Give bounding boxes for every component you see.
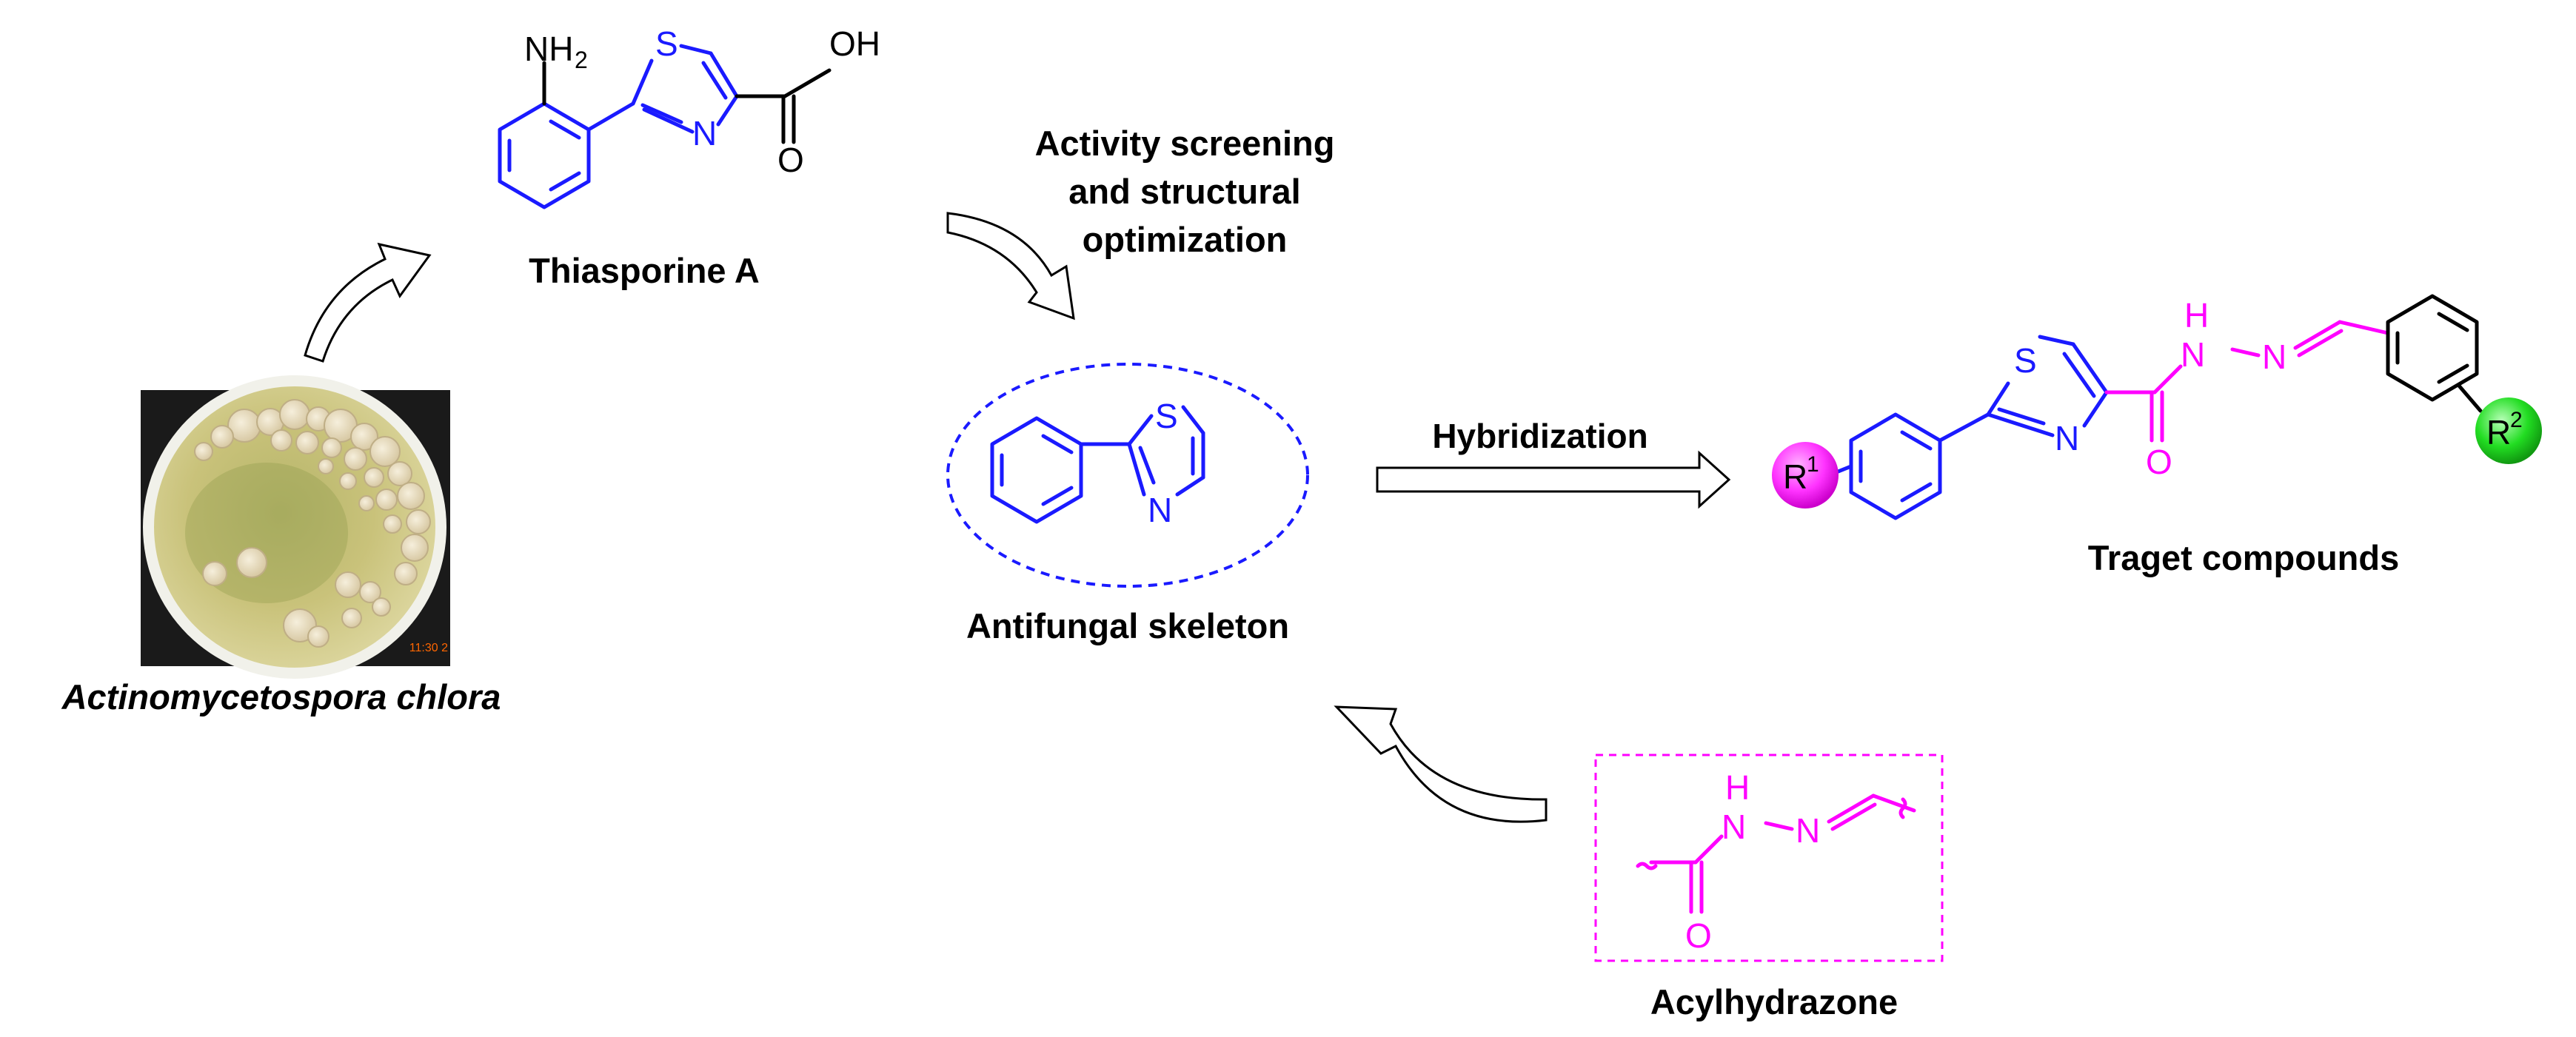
colonies — [202, 547, 391, 648]
acylhydrazone-atoms: O N H N — [1685, 768, 1820, 955]
nh2-subscript: 2 — [575, 47, 588, 73]
r1-superscript: 1 — [1807, 452, 1819, 477]
petri-dish-photo: 11:30 2 — [141, 375, 450, 679]
acylhydrazone-box — [1594, 754, 1944, 962]
thiasporine-atoms: NH 2 S N OH O — [524, 24, 880, 179]
carbonyl-o-atom: O — [777, 141, 804, 179]
oh-label: OH — [829, 24, 880, 63]
hybridization-label: Hybridization — [1432, 417, 1647, 455]
thiasporine-a-structure — [498, 44, 832, 209]
skeleton-label: Antifungal skeleton — [966, 606, 1289, 645]
acyl-imine-n: N — [1796, 811, 1820, 850]
target-structure — [1830, 294, 2483, 520]
open-arrow-icon — [1376, 450, 1731, 509]
nh2-label: NH — [524, 30, 573, 68]
acyl-nh-n: N — [1722, 808, 1746, 846]
target-s-atom: S — [2014, 341, 2037, 380]
skeleton-atoms: S N — [1148, 397, 1178, 529]
step1-line1: Activity screening — [1035, 124, 1335, 163]
colony-band — [194, 399, 431, 585]
target-nh-h: H — [2184, 296, 2209, 335]
r2-label: R — [2486, 413, 2511, 452]
target-carbonyl-o: O — [2146, 443, 2172, 481]
r2-substituent-ball — [2475, 397, 2542, 464]
acyl-o-atom: O — [1685, 916, 1712, 955]
curved-arrow-icon — [1334, 705, 1548, 823]
curved-arrow-icon — [946, 212, 1075, 321]
skeleton-n-atom: N — [1148, 491, 1172, 529]
acylhydrazone-label: Acylhydrazone — [1650, 982, 1898, 1021]
acyl-nh-h: H — [1725, 768, 1750, 807]
r1-label: R — [1783, 457, 1807, 496]
skeleton-structure — [990, 405, 1205, 524]
thiazole-n-atom: N — [692, 114, 717, 152]
r1-substituent-ball — [1772, 442, 1839, 509]
skeleton-s-atom: S — [1155, 397, 1178, 435]
photo-timestamp: 11:30 2 — [409, 642, 448, 654]
step1-caption: Activity screening and structural optimi… — [1035, 124, 1335, 259]
target-n-atom: N — [2055, 419, 2079, 457]
r2-superscript: 2 — [2510, 408, 2523, 432]
organism-label: Actinomycetospora chlora — [61, 677, 501, 716]
curved-arrow-icon — [304, 242, 432, 363]
thiazole-s-atom: S — [655, 24, 678, 63]
target-imine-n: N — [2262, 338, 2286, 376]
step1-line2: and structural — [1068, 172, 1300, 211]
thiasporine-label: Thiasporine A — [529, 251, 760, 290]
targets-label: Traget compounds — [2088, 538, 2399, 577]
target-atoms: R 1 R 2 S N O N H N — [1783, 296, 2523, 496]
target-nh-n: N — [2181, 335, 2205, 374]
step1-line3: optimization — [1083, 220, 1288, 259]
skeleton-ellipse — [946, 363, 1309, 588]
acylhydrazone-structure — [1636, 793, 1916, 914]
